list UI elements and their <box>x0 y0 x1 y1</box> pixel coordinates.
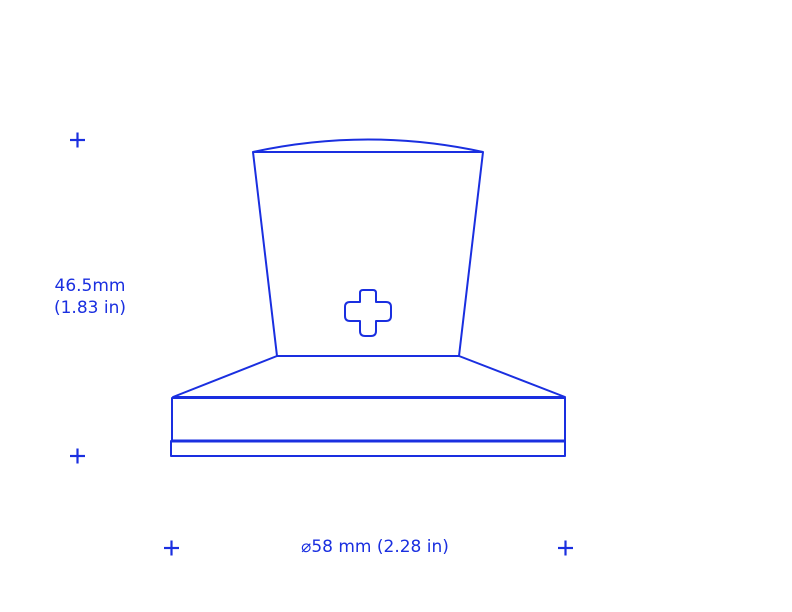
handle-top-dome <box>252 138 484 153</box>
crosshair-icon <box>70 132 85 148</box>
crosshair-icon <box>558 540 573 556</box>
crosshair-icon <box>70 448 85 464</box>
base-bottom-plate <box>170 440 566 457</box>
height-in-text: (1.83 in) <box>53 298 127 318</box>
height-dimension-label: 46.5mm (1.83 in) <box>40 275 140 319</box>
base-body <box>171 397 566 442</box>
cross-emblem-icon <box>344 289 392 337</box>
handle-body <box>252 151 484 357</box>
height-mm-text: 46.5mm <box>54 276 126 296</box>
diameter-dimension-label: ⌀58 mm (2.28 in) <box>301 537 449 557</box>
collar-skirt <box>172 355 566 398</box>
crosshair-icon <box>164 540 179 556</box>
